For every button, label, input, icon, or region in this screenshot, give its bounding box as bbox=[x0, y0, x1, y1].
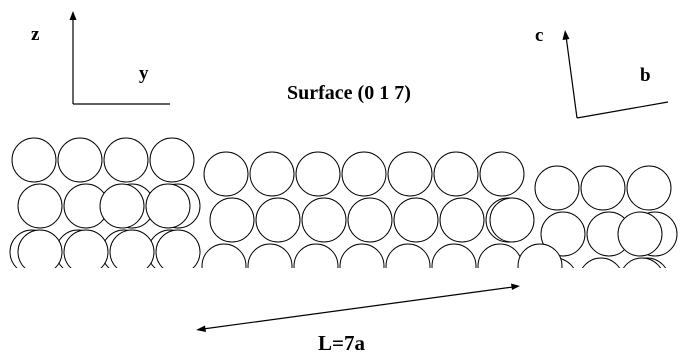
length-arrow-line bbox=[202, 286, 514, 330]
atom bbox=[393, 197, 439, 243]
atom bbox=[431, 243, 477, 268]
right-axes: c b bbox=[535, 25, 669, 119]
atom bbox=[637, 293, 680, 337]
atom bbox=[341, 151, 387, 197]
length-arrowhead-left bbox=[196, 325, 206, 332]
atom bbox=[57, 137, 103, 183]
atom bbox=[99, 183, 145, 229]
atom bbox=[214, 279, 258, 323]
z-axis-label: z bbox=[31, 24, 40, 45]
atom bbox=[77, 264, 103, 268]
atom bbox=[17, 229, 63, 268]
atom bbox=[477, 243, 523, 268]
atom bbox=[581, 257, 621, 268]
c-axis-arrowhead bbox=[562, 30, 570, 40]
atom bbox=[203, 151, 249, 197]
c-axis-label: c bbox=[535, 25, 543, 46]
atom bbox=[17, 183, 63, 229]
atom bbox=[444, 279, 488, 323]
b-axis-line bbox=[576, 101, 669, 119]
atom bbox=[540, 211, 586, 257]
atom bbox=[145, 183, 191, 229]
length-label: L=7a bbox=[318, 331, 365, 355]
atom bbox=[295, 151, 341, 197]
atom bbox=[293, 243, 339, 268]
surface-label: Surface (0 1 7) bbox=[287, 82, 411, 104]
atom bbox=[489, 197, 535, 243]
atom bbox=[517, 243, 563, 268]
atom bbox=[534, 165, 580, 211]
atom bbox=[31, 264, 57, 268]
atom bbox=[301, 197, 347, 243]
atom bbox=[123, 264, 149, 268]
atom bbox=[385, 243, 431, 268]
atom bbox=[591, 293, 635, 337]
atom bbox=[103, 137, 149, 183]
atom bbox=[626, 165, 672, 211]
atom bbox=[545, 293, 589, 337]
atom bbox=[155, 229, 201, 268]
y-axis-label: y bbox=[139, 63, 149, 84]
atom bbox=[306, 279, 350, 323]
atom bbox=[11, 137, 57, 183]
length-arrow bbox=[196, 283, 520, 332]
c-axis-line bbox=[565, 35, 578, 119]
atom bbox=[249, 151, 295, 197]
atom bbox=[479, 151, 525, 197]
atom bbox=[387, 151, 433, 197]
length-arrowhead-right bbox=[511, 283, 520, 290]
b-axis-label: b bbox=[640, 65, 651, 86]
atom bbox=[617, 211, 663, 257]
atom bbox=[433, 151, 479, 197]
atom-slab bbox=[9, 137, 680, 337]
atom bbox=[347, 197, 393, 243]
atom bbox=[339, 243, 385, 268]
atom bbox=[247, 243, 293, 268]
atom bbox=[149, 137, 195, 183]
atom bbox=[169, 264, 195, 268]
atom bbox=[209, 197, 255, 243]
atom bbox=[63, 229, 109, 268]
atom bbox=[580, 165, 626, 211]
atom bbox=[255, 197, 301, 243]
left-axes: z y bbox=[31, 11, 170, 105]
atom bbox=[622, 257, 662, 268]
atom bbox=[398, 279, 442, 323]
atom bbox=[439, 197, 485, 243]
atom bbox=[109, 229, 155, 268]
z-axis-arrowhead bbox=[69, 11, 77, 20]
atom bbox=[201, 243, 247, 268]
atom bbox=[352, 279, 396, 323]
